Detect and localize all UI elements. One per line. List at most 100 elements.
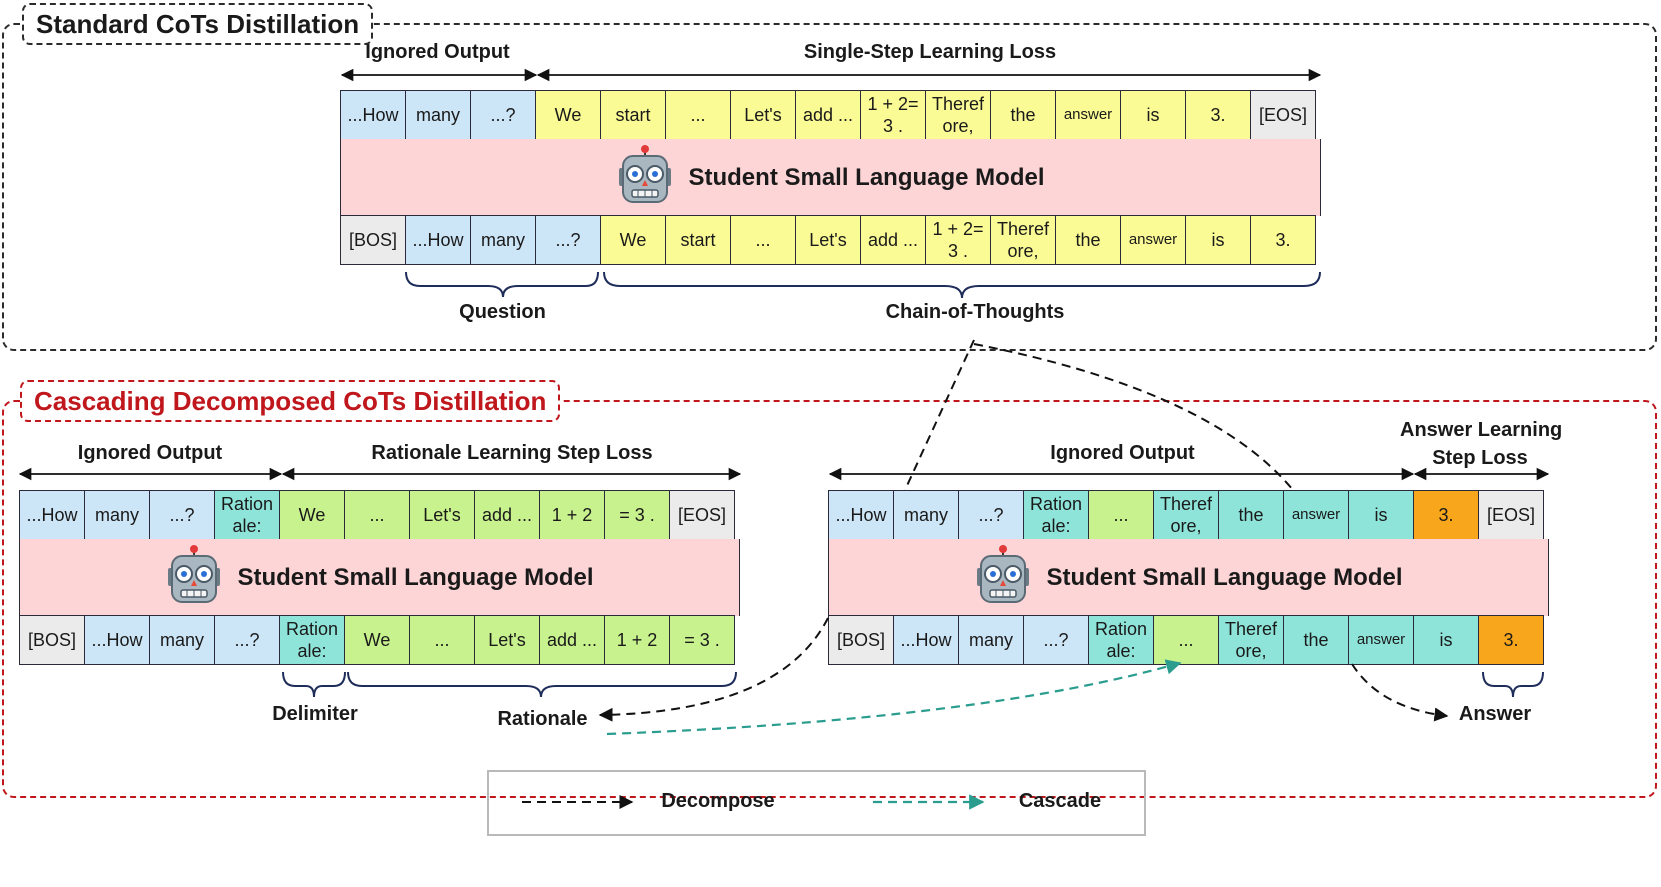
- casc-left-out-token: [EOS]: [669, 490, 735, 540]
- casc-left-in-token: ...: [409, 615, 475, 665]
- standard-cots-title: Standard CoTs Distillation: [22, 3, 374, 45]
- casc-left-in-token: ...?: [214, 615, 280, 665]
- casc-right-in-token: Theref ore,: [1218, 615, 1284, 665]
- std-out-token: ...?: [470, 90, 536, 140]
- std-out-token: the: [990, 90, 1056, 140]
- std-out-token: Let's: [730, 90, 796, 140]
- casc-left-in-token: ...How: [84, 615, 150, 665]
- casc-left-in-token: = 3 .: [669, 615, 735, 665]
- casc-right-output-token-row: ...How many ...? Ration ale: ... Theref …: [828, 490, 1544, 540]
- casc-right-out-token: is: [1348, 490, 1414, 540]
- rationale-label: Rationale: [497, 708, 588, 730]
- casc-right-in-token: ...?: [1023, 615, 1089, 665]
- std-out-token: We: [535, 90, 601, 140]
- casc-right-in-token: [BOS]: [828, 615, 894, 665]
- casc-left-in-token: many: [149, 615, 215, 665]
- chain-of-thoughts-label: Chain-of-Thoughts: [885, 301, 1065, 323]
- casc-right-student-model-block: Student Small Language Model: [828, 539, 1549, 616]
- delimiter-label: Delimiter: [272, 703, 358, 725]
- std-in-token: 1 + 2= 3 .: [925, 215, 991, 265]
- std-out-token: [EOS]: [1250, 90, 1316, 140]
- casc-right-in-token: the: [1283, 615, 1349, 665]
- std-out-token: is: [1120, 90, 1186, 140]
- legend-cascade-label: Cascade: [1018, 790, 1102, 812]
- casc-right-out-token: [EOS]: [1478, 490, 1544, 540]
- std-in-token: Let's: [795, 215, 861, 265]
- casc-left-out-token: ...?: [149, 490, 215, 540]
- casc-right-out-token: ...How: [828, 490, 894, 540]
- robot-icon: [616, 144, 674, 211]
- casc-right-out-token: 3.: [1413, 490, 1479, 540]
- casc-left-input-token-row: [BOS] ...How many ...? Ration ale: We ..…: [19, 615, 735, 665]
- casc-left-in-token: [BOS]: [19, 615, 85, 665]
- std-ignored-output-label: Ignored Output: [365, 41, 510, 63]
- cascading-cots-panel: [2, 400, 1657, 798]
- std-out-token: ...How: [340, 90, 406, 140]
- casc-left-in-token: Ration ale:: [279, 615, 345, 665]
- casc-right-in-token: answer: [1348, 615, 1414, 665]
- casc-left-output-token-row: ...How many ...? Ration ale: We ... Let'…: [19, 490, 735, 540]
- standard-cots-panel: [2, 23, 1657, 351]
- std-in-token: add ...: [860, 215, 926, 265]
- answer-learning-loss-label-line1: Answer Learning: [1400, 419, 1563, 441]
- std-model-label: Student Small Language Model: [688, 163, 1045, 191]
- std-output-token-row: ...How many ...? We start ... Let's add …: [340, 90, 1316, 140]
- casc-right-out-token: the: [1218, 490, 1284, 540]
- std-in-token: ...: [730, 215, 796, 265]
- legend-decompose-label: Decompose: [661, 790, 775, 812]
- std-in-token: 3.: [1250, 215, 1316, 265]
- std-out-token: Theref ore,: [925, 90, 991, 140]
- std-in-token: We: [600, 215, 666, 265]
- std-single-step-loss-label: Single-Step Learning Loss: [803, 41, 1057, 63]
- casc-left-out-token: ...: [344, 490, 410, 540]
- answer-learning-loss-label-line2: Step Loss: [1432, 447, 1528, 469]
- std-out-token: 1 + 2= 3 .: [860, 90, 926, 140]
- rationale-learning-loss-label: Rationale Learning Step Loss: [371, 442, 653, 464]
- std-in-token: Theref ore,: [990, 215, 1056, 265]
- cascading-cots-title: Cascading Decomposed CoTs Distillation: [20, 380, 561, 422]
- casc-right-out-token: answer: [1283, 490, 1349, 540]
- casc-left-student-model-block: Student Small Language Model: [19, 539, 740, 616]
- casc-right-ignored-output-label: Ignored Output: [1050, 442, 1195, 464]
- casc-right-in-token: ...: [1153, 615, 1219, 665]
- casc-left-in-token: We: [344, 615, 410, 665]
- std-out-token: ...: [665, 90, 731, 140]
- std-in-token: ...How: [405, 215, 471, 265]
- casc-left-ignored-output-label: Ignored Output: [77, 442, 223, 464]
- casc-right-model-label: Student Small Language Model: [1046, 563, 1403, 591]
- std-input-token-row: [BOS] ...How many ...? We start ... Let'…: [340, 215, 1316, 265]
- robot-icon: [974, 544, 1032, 611]
- casc-left-model-label: Student Small Language Model: [237, 563, 594, 591]
- std-out-token: start: [600, 90, 666, 140]
- casc-left-out-token: Let's: [409, 490, 475, 540]
- casc-left-out-token: add ...: [474, 490, 540, 540]
- std-out-token: answer: [1055, 90, 1121, 140]
- std-in-token: [BOS]: [340, 215, 406, 265]
- casc-right-out-token: Theref ore,: [1153, 490, 1219, 540]
- casc-left-in-token: 1 + 2: [604, 615, 670, 665]
- robot-icon: [165, 544, 223, 611]
- casc-right-in-token: many: [958, 615, 1024, 665]
- std-out-token: 3.: [1185, 90, 1251, 140]
- casc-right-input-token-row: [BOS] ...How many ...? Ration ale: ... T…: [828, 615, 1544, 665]
- casc-left-out-token: 1 + 2: [539, 490, 605, 540]
- casc-right-out-token: many: [893, 490, 959, 540]
- casc-right-in-token: 3.: [1478, 615, 1544, 665]
- casc-left-in-token: add ...: [539, 615, 605, 665]
- casc-left-out-token: many: [84, 490, 150, 540]
- question-label: Question: [459, 301, 546, 323]
- casc-right-out-token: ...: [1088, 490, 1154, 540]
- std-in-token: many: [470, 215, 536, 265]
- casc-left-out-token: Ration ale:: [214, 490, 280, 540]
- std-in-token: answer: [1120, 215, 1186, 265]
- casc-left-out-token: ...How: [19, 490, 85, 540]
- casc-right-in-token: Ration ale:: [1088, 615, 1154, 665]
- std-out-token: add ...: [795, 90, 861, 140]
- answer-label: Answer: [1458, 703, 1532, 725]
- std-out-token: many: [405, 90, 471, 140]
- casc-left-out-token: = 3 .: [604, 490, 670, 540]
- casc-right-in-token: is: [1413, 615, 1479, 665]
- std-in-token: the: [1055, 215, 1121, 265]
- casc-left-in-token: Let's: [474, 615, 540, 665]
- casc-right-out-token: ...?: [958, 490, 1024, 540]
